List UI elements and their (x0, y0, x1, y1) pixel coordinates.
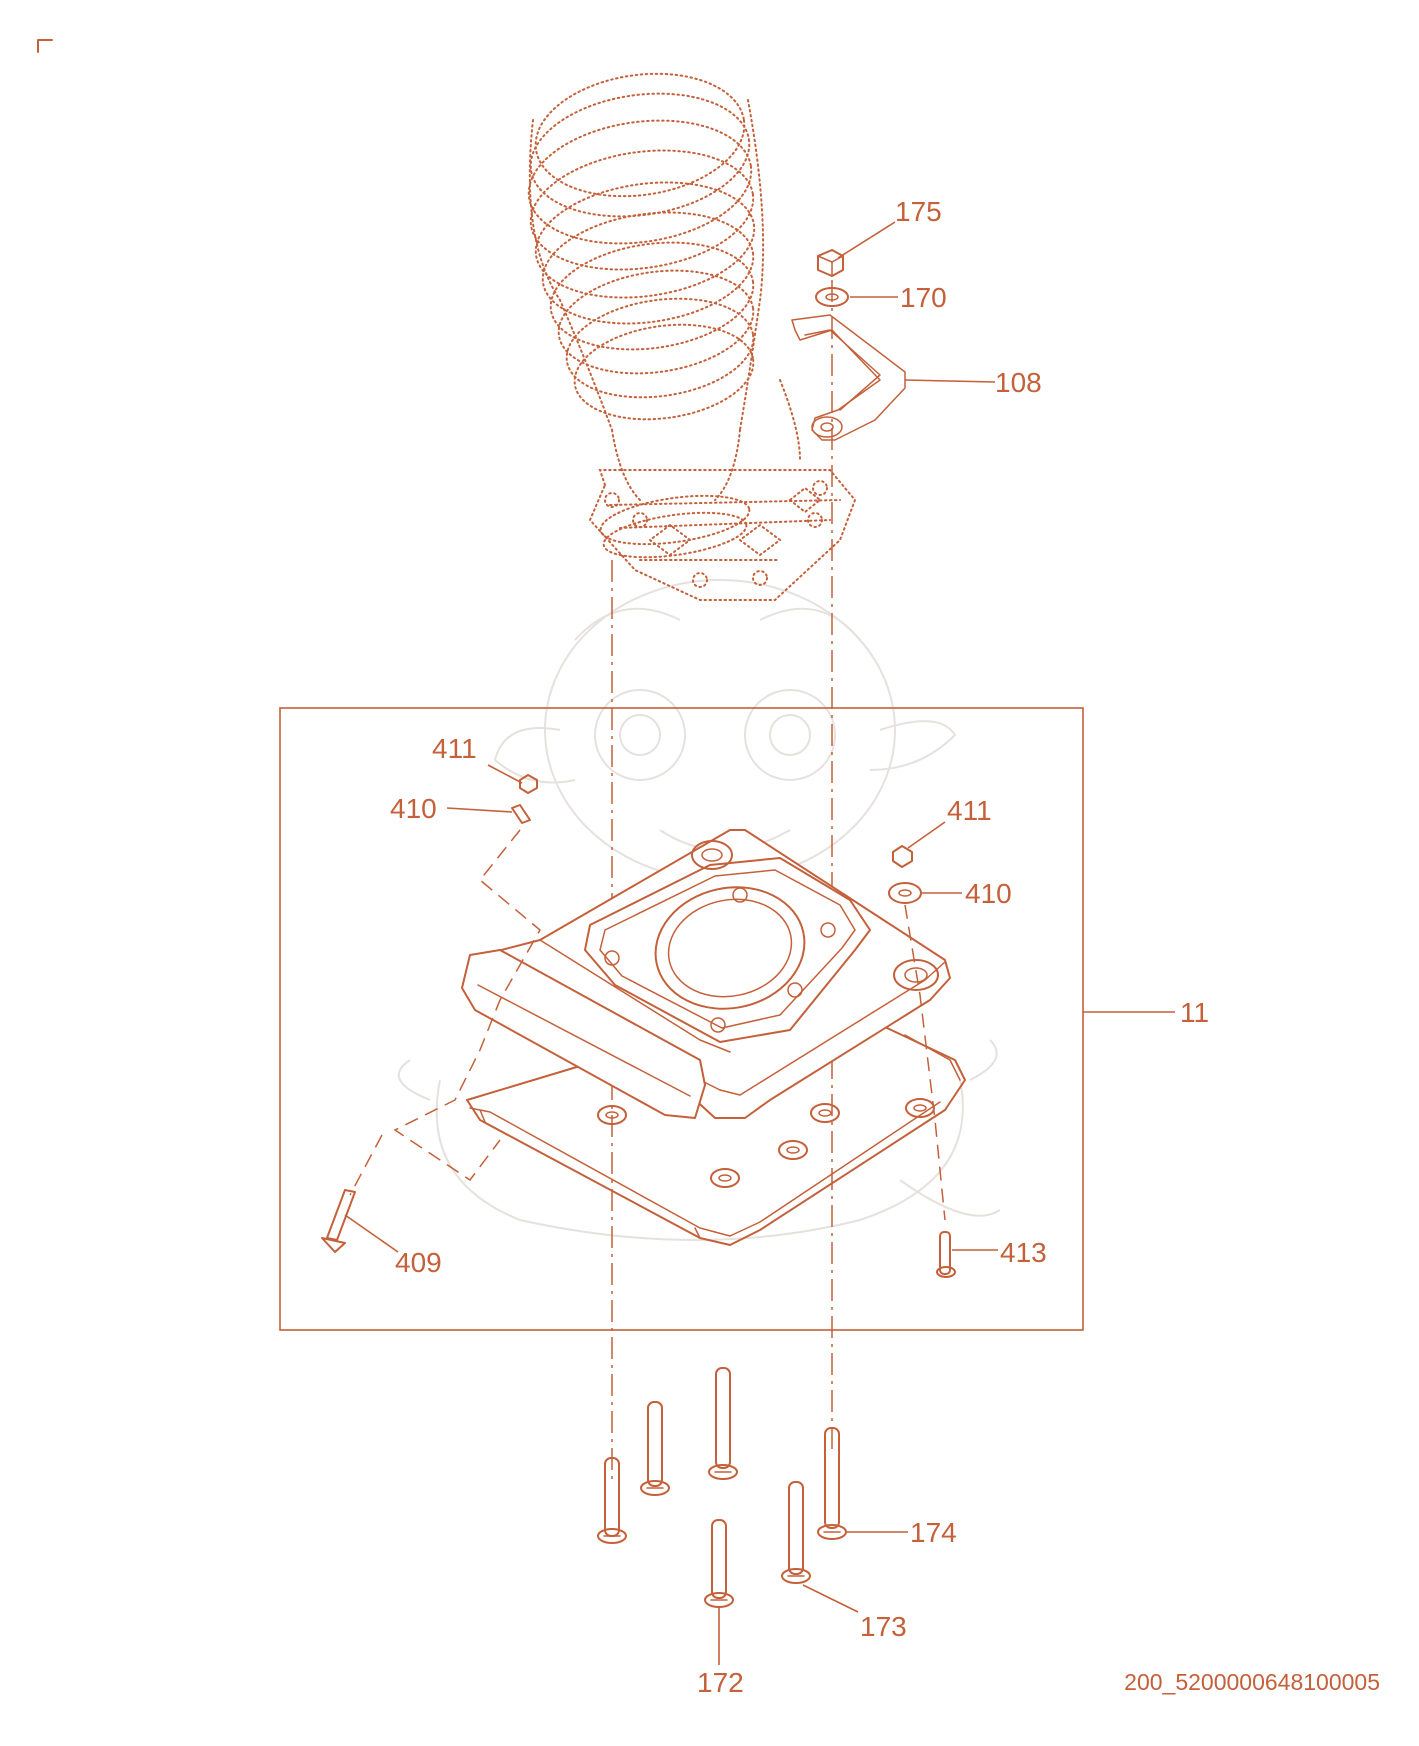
base-plate-assembly (461, 829, 966, 1246)
part-410-washer-left (511, 804, 531, 824)
callout-413: 413 (1000, 1237, 1047, 1268)
part-411-nut-right (892, 845, 913, 868)
part-409-bolt (321, 1189, 356, 1253)
assembly-11-frame (279, 707, 1084, 1331)
callout-411-right: 411 (947, 795, 992, 826)
callout-11: 11 (1180, 997, 1209, 1028)
callout-410-left: 410 (390, 793, 437, 824)
bolt-173 (781, 1481, 811, 1584)
assembly-dashed-path-right (904, 904, 946, 1221)
part-410-washer-right (888, 882, 922, 904)
drawing-id: 200_5200000648100005 (1124, 1669, 1380, 1695)
assembly-dashed-path-left (393, 829, 541, 1182)
bolt-172-a (597, 1457, 627, 1544)
callout-175: 175 (895, 196, 942, 227)
part-413-pin (936, 1231, 956, 1278)
assembly-dashed-path-409 (349, 1134, 383, 1196)
leader-lines (344, 221, 1175, 1665)
callout-172: 172 (697, 1667, 744, 1698)
callout-410-right: 410 (965, 878, 1012, 909)
callout-173: 173 (860, 1611, 907, 1642)
callout-170: 170 (900, 282, 947, 313)
callout-409: 409 (395, 1247, 442, 1278)
callout-108: 108 (995, 367, 1042, 398)
bottom-bolts (597, 1367, 847, 1608)
callout-411-left: 411 (432, 733, 477, 764)
part-108-handle (791, 314, 906, 441)
bolt-172-d (704, 1519, 734, 1608)
part-411-nut-left (519, 774, 538, 794)
bolt-172-b (640, 1401, 670, 1496)
callout-174: 174 (910, 1517, 957, 1548)
bolt-172-c (708, 1367, 738, 1480)
part-175-nut (817, 249, 844, 277)
bellows-assembly (527, 72, 857, 601)
corner-mark (37, 39, 53, 53)
